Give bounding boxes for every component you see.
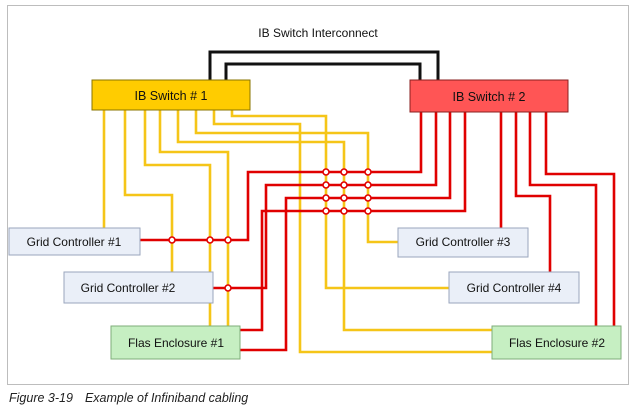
figure-number: Figure 3-19 [9,391,73,405]
grid-controller-3: Grid Controller #3 [397,227,529,258]
ib-switch-1: IB Switch # 1 [91,79,251,111]
ib-switch-1-box [91,79,251,111]
grid-controller-3-label: Grid Controller #3 [416,235,511,249]
grid-controller-4-label: Grid Controller #4 [467,281,562,295]
ib-switch-2-label: IB Switch # 2 [453,90,526,104]
grid-controller-1: Grid Controller #1 [8,227,141,256]
grid-controller-2: Grid Controller #2 [63,271,214,304]
grid-controller-4: Grid Controller #4 [448,271,580,304]
ib-switch-2: IB Switch # 2 [409,79,569,113]
figure-caption: Figure 3-19 Example of Infiniband cabling [9,391,248,405]
ib-switch-2-box [409,79,569,113]
crossing-marks [168,168,372,292]
flash-enclosure-1-label: Flas Enclosure #1 [128,336,224,350]
grid-controller-2-label: Grid Controller #2 [81,281,176,295]
grid-controller-1-label: Grid Controller #1 [27,235,122,249]
flash-enclosure-2-label: Flas Enclosure #2 [509,336,605,350]
interconnect-cables [208,50,440,80]
figure-caption-text: Example of Infiniband cabling [84,391,249,405]
switch1-cables [102,110,492,354]
ib-switch-1-label: IB Switch # 1 [135,89,208,103]
flash-enclosure-1: Flas Enclosure #1 [110,325,241,360]
interconnect-label: IB Switch Interconnect [258,26,378,40]
flash-enclosure-2: Flas Enclosure #2 [491,325,622,360]
